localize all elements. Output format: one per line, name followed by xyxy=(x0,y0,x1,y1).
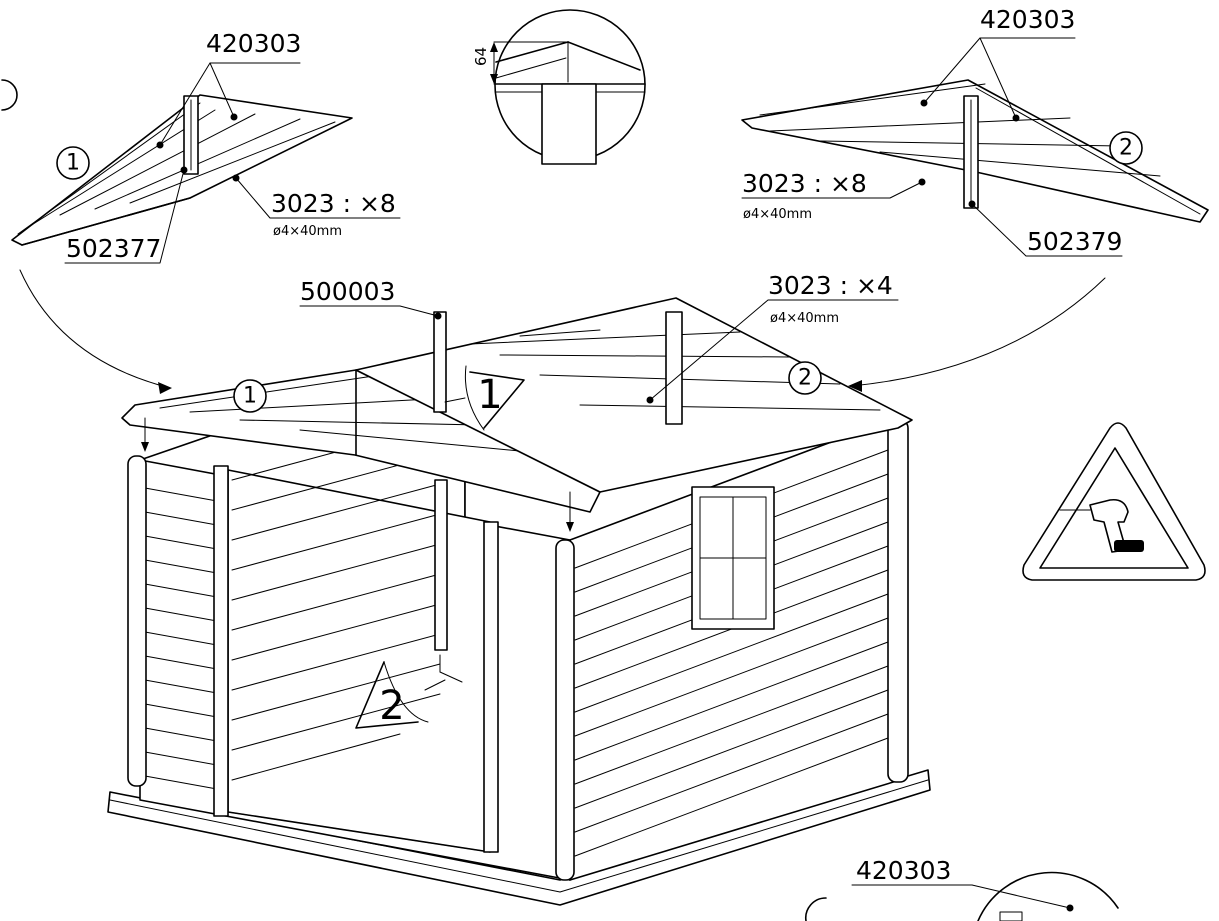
detail-callout-small-icon xyxy=(804,897,827,921)
step-marker-2-cabin-text: 2 xyxy=(798,366,812,391)
detail-callout-large-icon xyxy=(977,871,1119,921)
step-marker-2-right-text: 2 xyxy=(1119,136,1133,161)
step-marker-2-cabin xyxy=(788,361,822,395)
step-marker-1-cabin xyxy=(233,379,267,413)
rotation-step-2-text: 2 xyxy=(379,683,404,729)
screw-code-center: 3023 : ×4 xyxy=(768,271,893,300)
label-420303-detail: 420303 xyxy=(856,856,951,885)
screw-code-left: 3023 : ×8 xyxy=(271,189,396,218)
rotation-step-1-icon xyxy=(469,371,525,429)
drill-warning-icon xyxy=(1022,422,1206,581)
label-502377: 502377 xyxy=(66,234,161,263)
dimension-64: 64 xyxy=(472,47,490,66)
detail-magnifier-icon xyxy=(490,9,646,165)
screw-size-center: ø4×40mm xyxy=(770,311,839,326)
screw-size-left: ø4×40mm xyxy=(273,224,342,239)
label-502379: 502379 xyxy=(1027,227,1122,256)
step-marker-1-cabin-text: 1 xyxy=(243,384,257,409)
label-420303-right: 420303 xyxy=(980,5,1075,34)
label-500003: 500003 xyxy=(300,277,395,306)
rotation-step-2-icon xyxy=(355,661,419,729)
step-marker-2-right xyxy=(1109,131,1143,165)
screw-size-right: ø4×40mm xyxy=(743,207,812,222)
screw-code-right: 3023 : ×8 xyxy=(742,169,867,198)
step-marker-1-left xyxy=(56,146,90,180)
step-marker-1-left-text: 1 xyxy=(66,151,80,176)
roof-panel-right-icon xyxy=(741,79,1209,223)
rotation-step-1-text: 1 xyxy=(477,372,502,418)
label-420303-left: 420303 xyxy=(206,29,301,58)
